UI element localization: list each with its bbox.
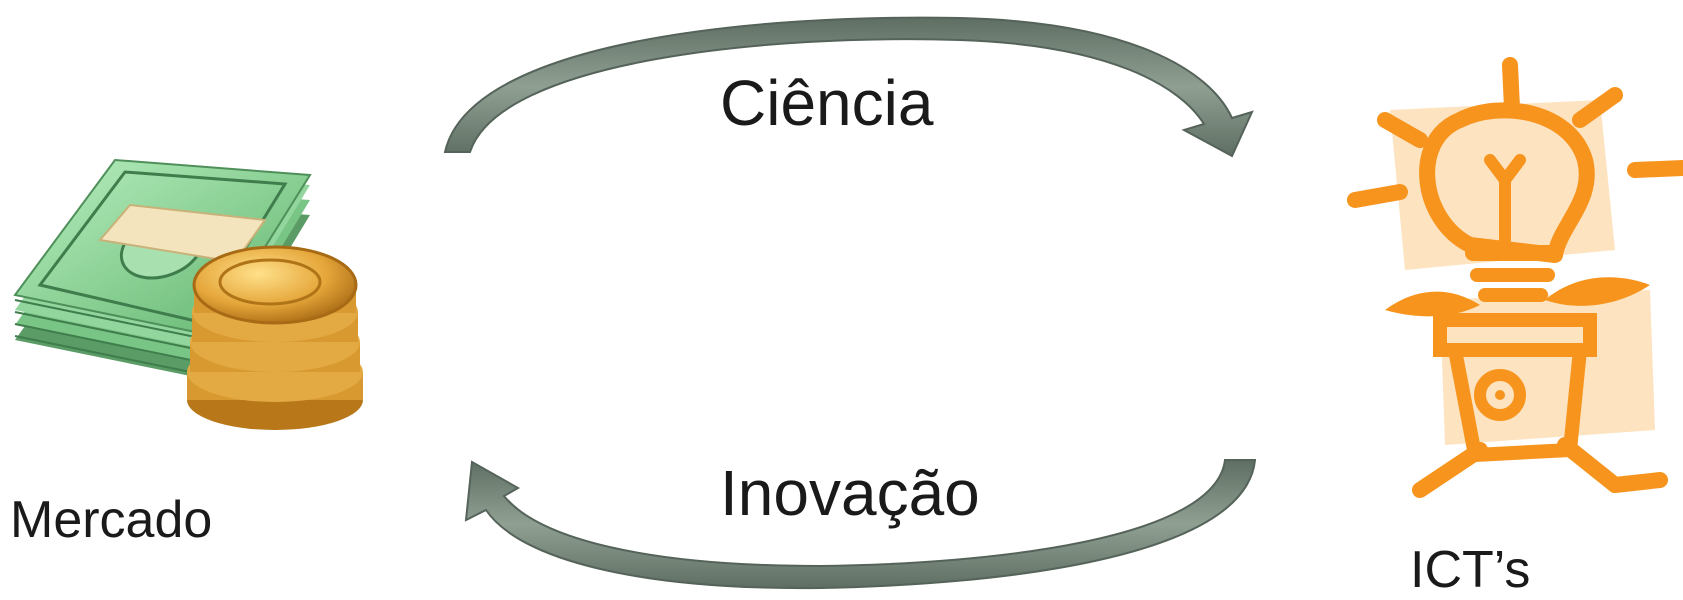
bottom-arrow — [464, 459, 1257, 590]
bottom-arrow-label: Inovação — [720, 457, 980, 529]
top-arrow — [443, 16, 1254, 158]
money-and-coins-icon — [13, 158, 363, 430]
right-node-label: ICT’s — [1410, 541, 1531, 599]
left-node-label: Mercado — [10, 491, 213, 549]
lightbulb-plant-icon — [1347, 57, 1683, 498]
top-arrow-label: Ciência — [720, 67, 934, 139]
